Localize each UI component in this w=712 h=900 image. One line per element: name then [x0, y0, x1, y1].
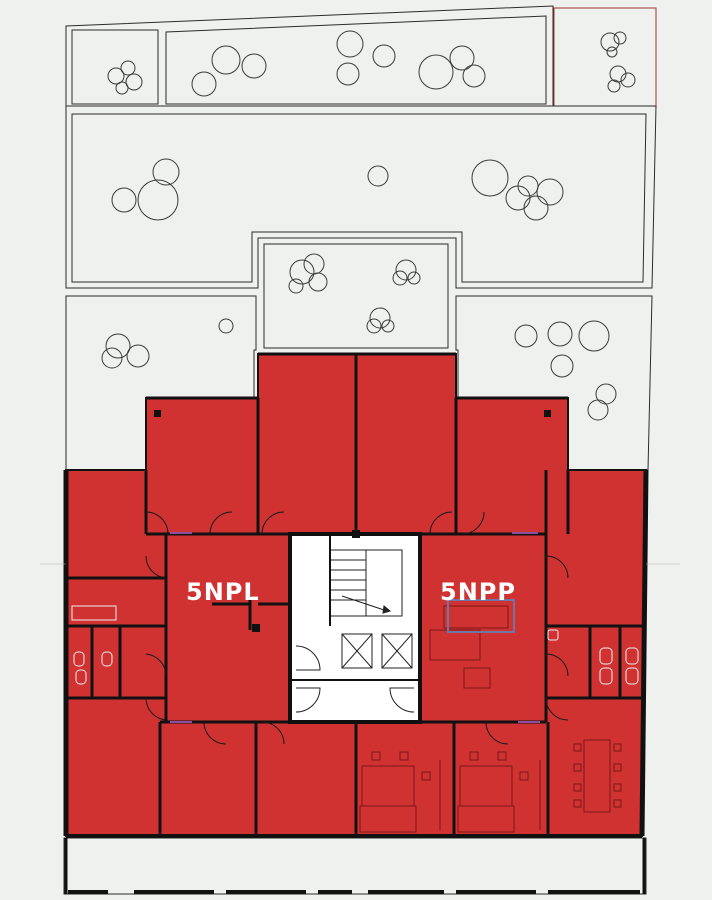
toilet-icon [625, 647, 639, 665]
tree-icon [536, 178, 564, 206]
tree-icon [218, 318, 234, 334]
tree-icon [211, 45, 241, 75]
door-icon [145, 697, 167, 721]
tree-icon [107, 60, 143, 95]
unit-areas [65, 353, 648, 837]
tree-icon [152, 158, 180, 186]
planter-top-left [71, 29, 159, 105]
toilet-icon [547, 629, 559, 641]
table-icon [443, 605, 509, 629]
planter-top-middle [165, 15, 547, 105]
door-icon [545, 555, 569, 579]
door-icon [261, 511, 285, 535]
tree-icon [288, 253, 328, 294]
display-screen [447, 599, 515, 633]
toilet-icon [73, 651, 85, 667]
door-icon [261, 721, 285, 745]
tree-icon [418, 54, 454, 90]
toilet-icon [625, 667, 639, 685]
toilet-icon [599, 667, 613, 685]
tree-icon [523, 195, 549, 221]
tree-icon [336, 62, 360, 86]
tree-icon [449, 45, 475, 71]
unit-label-left: 5NPL [186, 578, 260, 606]
doors [145, 511, 569, 745]
tree-icon [366, 307, 395, 334]
tree-icon [105, 333, 131, 359]
tree-icon [101, 347, 123, 369]
door-icon [461, 511, 485, 535]
planter-center [263, 243, 449, 349]
central-core [288, 532, 422, 724]
garden-main [65, 105, 657, 289]
tree-icon [392, 259, 421, 286]
trees [101, 30, 636, 421]
planter-top-right [553, 7, 657, 107]
tree-icon [607, 65, 636, 93]
balcony-bottom [63, 837, 647, 895]
door-icon [145, 555, 167, 579]
tree-icon [372, 44, 396, 68]
facade [64, 838, 646, 894]
table-icon [463, 667, 491, 689]
tree-icon [126, 344, 150, 368]
table-icon [359, 805, 417, 833]
tree-icon [241, 53, 267, 79]
tree-icon [191, 71, 217, 97]
tree-icon [471, 159, 509, 197]
chair-icon [573, 743, 622, 808]
bathrooms [71, 605, 639, 685]
toilet-icon [599, 647, 613, 665]
tree-icon [587, 399, 609, 421]
door-icon [485, 721, 509, 745]
table-icon [583, 739, 611, 813]
door-accents [170, 532, 540, 723]
tree-icon [111, 187, 137, 213]
door-icon [429, 511, 453, 535]
toilet-icon [101, 651, 113, 667]
core-outline [288, 532, 422, 724]
table-icon [457, 805, 515, 833]
unit-label-right: 5NPP [440, 578, 516, 606]
tree-icon [600, 31, 627, 58]
furniture [359, 605, 622, 833]
garden-inner [71, 113, 647, 283]
columns [154, 410, 551, 632]
door-icon [545, 653, 569, 677]
tree-icon [550, 354, 574, 378]
tree-icon [367, 165, 389, 187]
door-icon [295, 645, 415, 713]
table-icon [429, 629, 481, 661]
chair-icon [371, 751, 529, 781]
kitchenette [71, 605, 117, 621]
garden-strip-top [65, 5, 554, 107]
tree-icon [137, 179, 179, 221]
door-icon [209, 511, 233, 535]
tree-icon [578, 320, 610, 352]
tree-icon [336, 30, 364, 58]
tree-icon [505, 185, 531, 211]
tree-icon [595, 383, 617, 405]
toilet-icon [75, 669, 87, 685]
tree-icon [514, 324, 538, 348]
door-icon [145, 653, 167, 677]
door-icon [545, 697, 569, 721]
door-icon [203, 721, 227, 745]
door-icon [145, 511, 169, 535]
tree-icon [462, 64, 486, 88]
elevator-icon [341, 633, 413, 669]
tree-icon [547, 321, 573, 347]
